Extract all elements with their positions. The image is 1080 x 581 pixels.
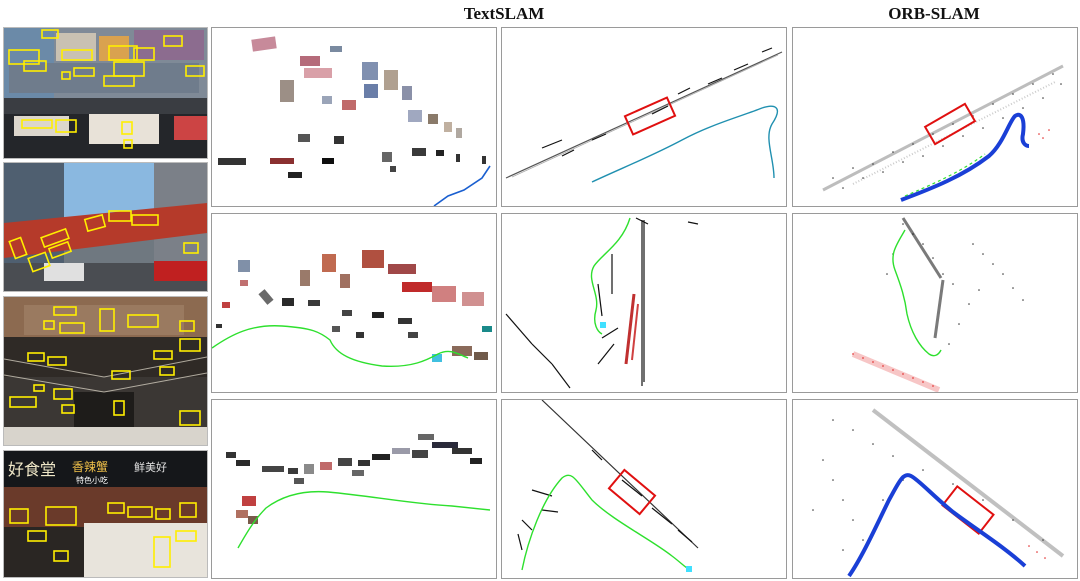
input-photo-market	[3, 296, 208, 446]
camera-trajectory	[900, 112, 1030, 202]
textslam-map-row2-view1	[211, 213, 497, 393]
camera-trajectory	[892, 229, 942, 357]
map-points	[886, 223, 1024, 345]
orbslam-column-title: ORB-SLAM	[888, 4, 980, 23]
camera-trajectory	[433, 165, 491, 206]
text-map-fragments	[505, 217, 699, 389]
textslam-map-row1-view2	[501, 27, 787, 207]
red-text-wall	[624, 293, 636, 365]
input-photo-bridge	[3, 162, 208, 292]
map-points	[812, 419, 1044, 551]
map-points	[832, 73, 1062, 189]
camera-trajectory	[847, 473, 1027, 578]
input-photo-storefront	[3, 27, 208, 159]
camera-trajectory	[521, 474, 691, 571]
sign-text-4: 特色小吃	[76, 475, 108, 485]
highlight-box	[623, 96, 677, 136]
camera-trajectory	[590, 217, 631, 335]
textslam-map-row1-view1	[211, 27, 497, 207]
textslam-map-row3-view2	[501, 399, 787, 579]
text-map-line	[505, 51, 783, 179]
textslam-map-row2-view2	[501, 213, 787, 393]
sign-text-1: 好食堂	[8, 460, 56, 479]
camera-trajectory	[237, 490, 491, 549]
orbslam-map-row3	[792, 399, 1078, 579]
input-photo-shop: 好食堂 香辣蟹 鲜美好 特色小吃	[3, 450, 208, 578]
text-map-fragments	[517, 449, 693, 551]
highlight-box	[923, 102, 977, 146]
sign-text-3: 鲜美好	[134, 460, 167, 474]
text-patches	[218, 36, 486, 178]
text-patches	[226, 434, 482, 524]
textslam-column-title: TextSLAM	[463, 4, 545, 23]
sign-text-2: 香辣蟹	[72, 459, 108, 474]
text-patches	[216, 250, 492, 362]
text-map-fragments	[541, 47, 773, 157]
outlier-points	[1028, 545, 1046, 559]
outlier-points	[1038, 129, 1050, 139]
outlier-points	[852, 353, 934, 387]
camera-trajectory	[591, 105, 778, 183]
textslam-map-row3-view1	[211, 399, 497, 579]
camera-trajectory	[212, 325, 469, 368]
orbslam-map-row2	[792, 213, 1078, 393]
highlight-box	[607, 468, 657, 516]
orbslam-map-row1	[792, 27, 1078, 207]
